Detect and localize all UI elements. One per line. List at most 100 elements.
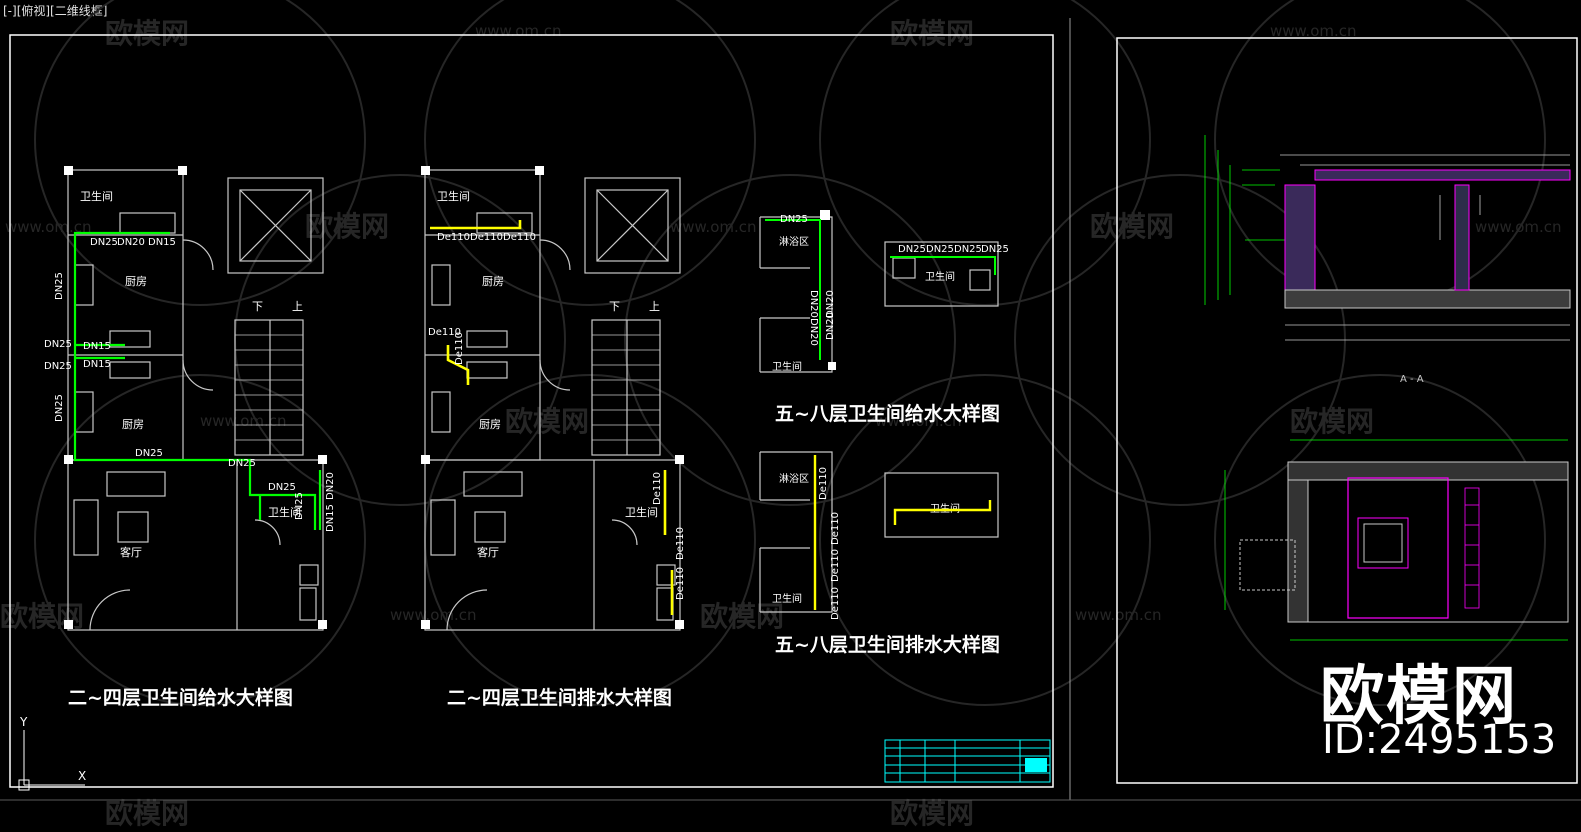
stair-treads [235,334,303,441]
ucs-x-label: X [78,769,86,783]
pipe-label: DN25 [135,448,163,459]
id-overlay: ID:2495153 [1322,717,1557,763]
room-label-living: 客厅 [120,545,142,559]
room-label-kitchen: 厨房 [482,275,504,288]
plan-drainage-5-8[interactable]: 淋浴区 卫生间 卫生间 De110 De110 De110 De110 [759,451,999,620]
pipe-label: DN20 [117,237,145,248]
plan-supply-5-8[interactable]: 淋浴区 卫生间 卫生间 DN25 DN25 DN25 DN25 DN25 DN2… [759,210,1009,373]
room-label-toilet: 卫生间 [437,189,470,203]
title-drainage-2-4: 二~四层卫生间排水大样图 [447,687,672,709]
pipe-label: DN15 [83,359,111,370]
stair-label-down: 下 [252,300,263,313]
plan-right-detail[interactable] [1224,439,1569,641]
plan-columns [421,166,684,629]
pipe-label: De110 [675,527,686,560]
drawing-canvas[interactable]: 卫生间 厨房 厨房 客厅 卫生间 下 上 DN25 DN20 DN15 DN25 [0,0,1581,815]
pipe-label: De110 [428,327,461,338]
stair-treads [592,334,660,441]
pipe-label: DN25 [54,272,65,300]
section-wall [1284,184,1316,306]
section-column [1454,184,1470,291]
room-label-kitchen: 厨房 [122,418,144,431]
pipe-label: De110 [818,467,829,500]
plan-walls [424,169,681,631]
plan-wall [1287,461,1309,623]
drain-pipes[interactable] [430,220,674,615]
pipe-label: DN25 [268,482,296,493]
section-slab [1284,289,1571,309]
pipe-label: DN25 [228,458,256,469]
room-label-living: 客厅 [477,545,499,559]
pipe-label: DN20 [325,472,336,500]
plan-wall [1287,461,1569,481]
room-label-toilet: 卫生间 [930,502,960,515]
supply-pipes[interactable] [765,219,996,360]
title-supply-5-8: 五~八层卫生间给水大样图 [775,403,1000,425]
pipe-label: DN25 [926,244,954,255]
room-label-toilet: 卫生间 [772,360,802,373]
pipe-label: DN25 [981,244,1009,255]
room-label-shower: 淋浴区 [779,472,809,485]
pipe-label: DN15 [148,237,176,248]
plan-outline [1287,461,1569,623]
pipe-label: DN25 [898,244,926,255]
sheet-frame-left[interactable] [9,34,1054,788]
room-label-toilet: 卫生间 [625,505,658,519]
plan-room-inner [1357,517,1409,569]
ucs-icon [18,730,85,791]
plan-columns [820,210,836,370]
plan-walls [759,451,999,613]
dim-lines [1204,135,1290,305]
title-supply-2-4: 二~四层卫生间给水大样图 [68,687,293,709]
title-drainage-5-8: 五~八层卫生间排水大样图 [775,634,1000,656]
pipe-label: De110 [830,549,841,582]
pipe-label: De110 [830,587,841,620]
stair-label-up: 上 [649,300,660,313]
pipe-label: DN25 [54,394,65,422]
sheet-frame-right[interactable] [1116,37,1578,784]
stair-label-up: 上 [292,300,303,313]
plan-supply-2-4[interactable]: 卫生间 厨房 厨房 客厅 卫生间 下 上 DN25 DN20 DN15 DN25 [44,166,336,631]
pipe-label: De110 [470,232,503,243]
room-label-toilet: 卫生间 [772,592,802,605]
pipe-label: DN15 [325,504,336,532]
stair-label-down: 下 [609,300,620,313]
plan-drainage-2-4[interactable]: 卫生间 厨房 厨房 客厅 卫生间 下 上 De110 De110 De110 D… [421,166,686,631]
pipe-label: De110 [503,232,536,243]
room-label-toilet: 卫生间 [80,189,113,203]
pipe-label: DN15 [83,341,111,352]
supply-pipes[interactable] [73,231,322,530]
pipe-label: DN25 [44,361,72,372]
section-detail-lines [1280,154,1570,341]
pipe-label: DN20 [825,312,836,340]
pipe-label: DN25 [90,237,118,248]
pipe-label: DN25 [294,492,305,520]
plan-dim-lines [1224,439,1568,641]
drain-pipes[interactable] [813,455,992,610]
pipe-label: DN25 [44,339,72,350]
room-label-kitchen: 厨房 [125,275,147,288]
plan-walls [67,169,324,631]
plan-columns [64,166,327,629]
pipe-label: De110 [830,512,841,545]
section-beam [1314,169,1571,181]
viewport-label[interactable]: [-][俯视][二维线框] [3,4,108,18]
room-label-shower: 淋浴区 [779,235,809,248]
pipe-label: De110 [652,472,663,505]
title-block[interactable] [884,739,1051,783]
pipe-label: DN25 [954,244,982,255]
ucs-y-label: Y [19,715,28,729]
plan-hatch [1464,487,1480,609]
brand-overlay: 欧模网 [1320,660,1518,734]
room-label-toilet: 卫生间 [268,505,301,519]
room-label-kitchen: 厨房 [479,418,501,431]
plan-room-magenta [1347,477,1449,619]
pipe-label: De110 [675,567,686,600]
pipe-label: De110 [454,332,465,365]
pipe-label: De110 [437,232,470,243]
pipe-label: DN20 [808,290,819,318]
pipe-label: DN20 [825,290,836,318]
section-a-a[interactable]: A - A [1204,135,1571,385]
section-label: A - A [1400,374,1424,385]
